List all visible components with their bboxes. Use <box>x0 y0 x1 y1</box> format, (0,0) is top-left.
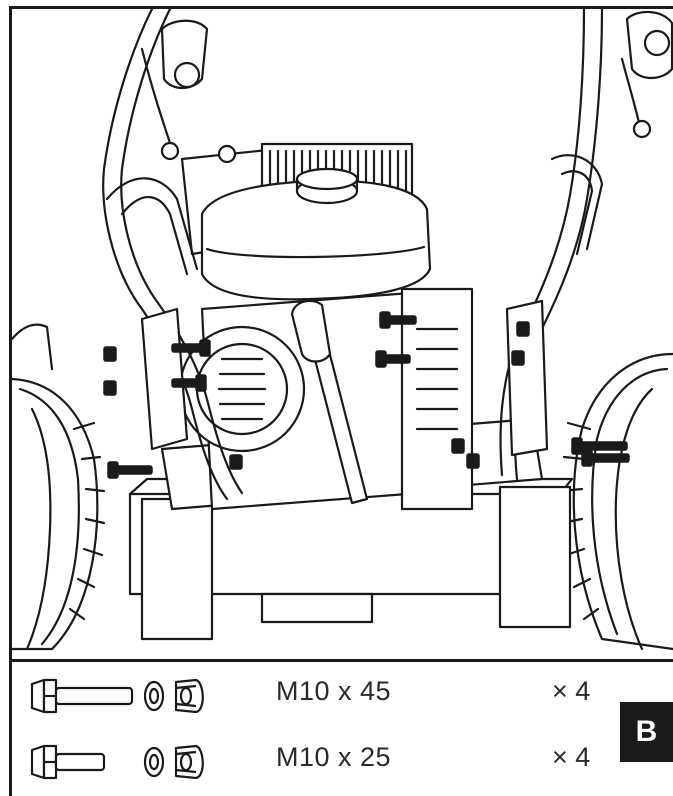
short-bolt-icon <box>30 744 106 780</box>
hardware-icons <box>24 666 224 726</box>
gear-lever <box>290 299 369 505</box>
bolt-quantity: × 4 <box>552 676 591 706</box>
top-border <box>9 6 673 9</box>
step-label-badge: B <box>620 702 673 762</box>
nut-icon <box>174 678 204 714</box>
washer-icon <box>143 680 165 712</box>
bolt-spec: M10 x 25 <box>276 742 392 772</box>
bolt-quantity: × 4 <box>552 742 591 772</box>
hardware-row: M10 x 45 × 4 <box>12 666 673 726</box>
left-border <box>9 6 12 796</box>
left-handlebar <box>102 9 244 501</box>
tiller-assembly-illustration <box>12 9 673 659</box>
bolt-spec: M10 x 45 <box>276 676 392 706</box>
nut-icon <box>174 744 204 780</box>
divider <box>9 659 673 662</box>
left-wheel <box>12 323 106 651</box>
washer-icon <box>143 746 165 778</box>
axle-housing <box>128 477 574 641</box>
hardware-row: M10 x 25 × 4 <box>12 732 673 792</box>
long-bolt-icon <box>30 678 134 714</box>
fuel-tank <box>200 167 432 301</box>
right-wheel <box>560 352 673 651</box>
hardware-icons <box>24 732 224 792</box>
mounting-bolts <box>103 311 630 479</box>
